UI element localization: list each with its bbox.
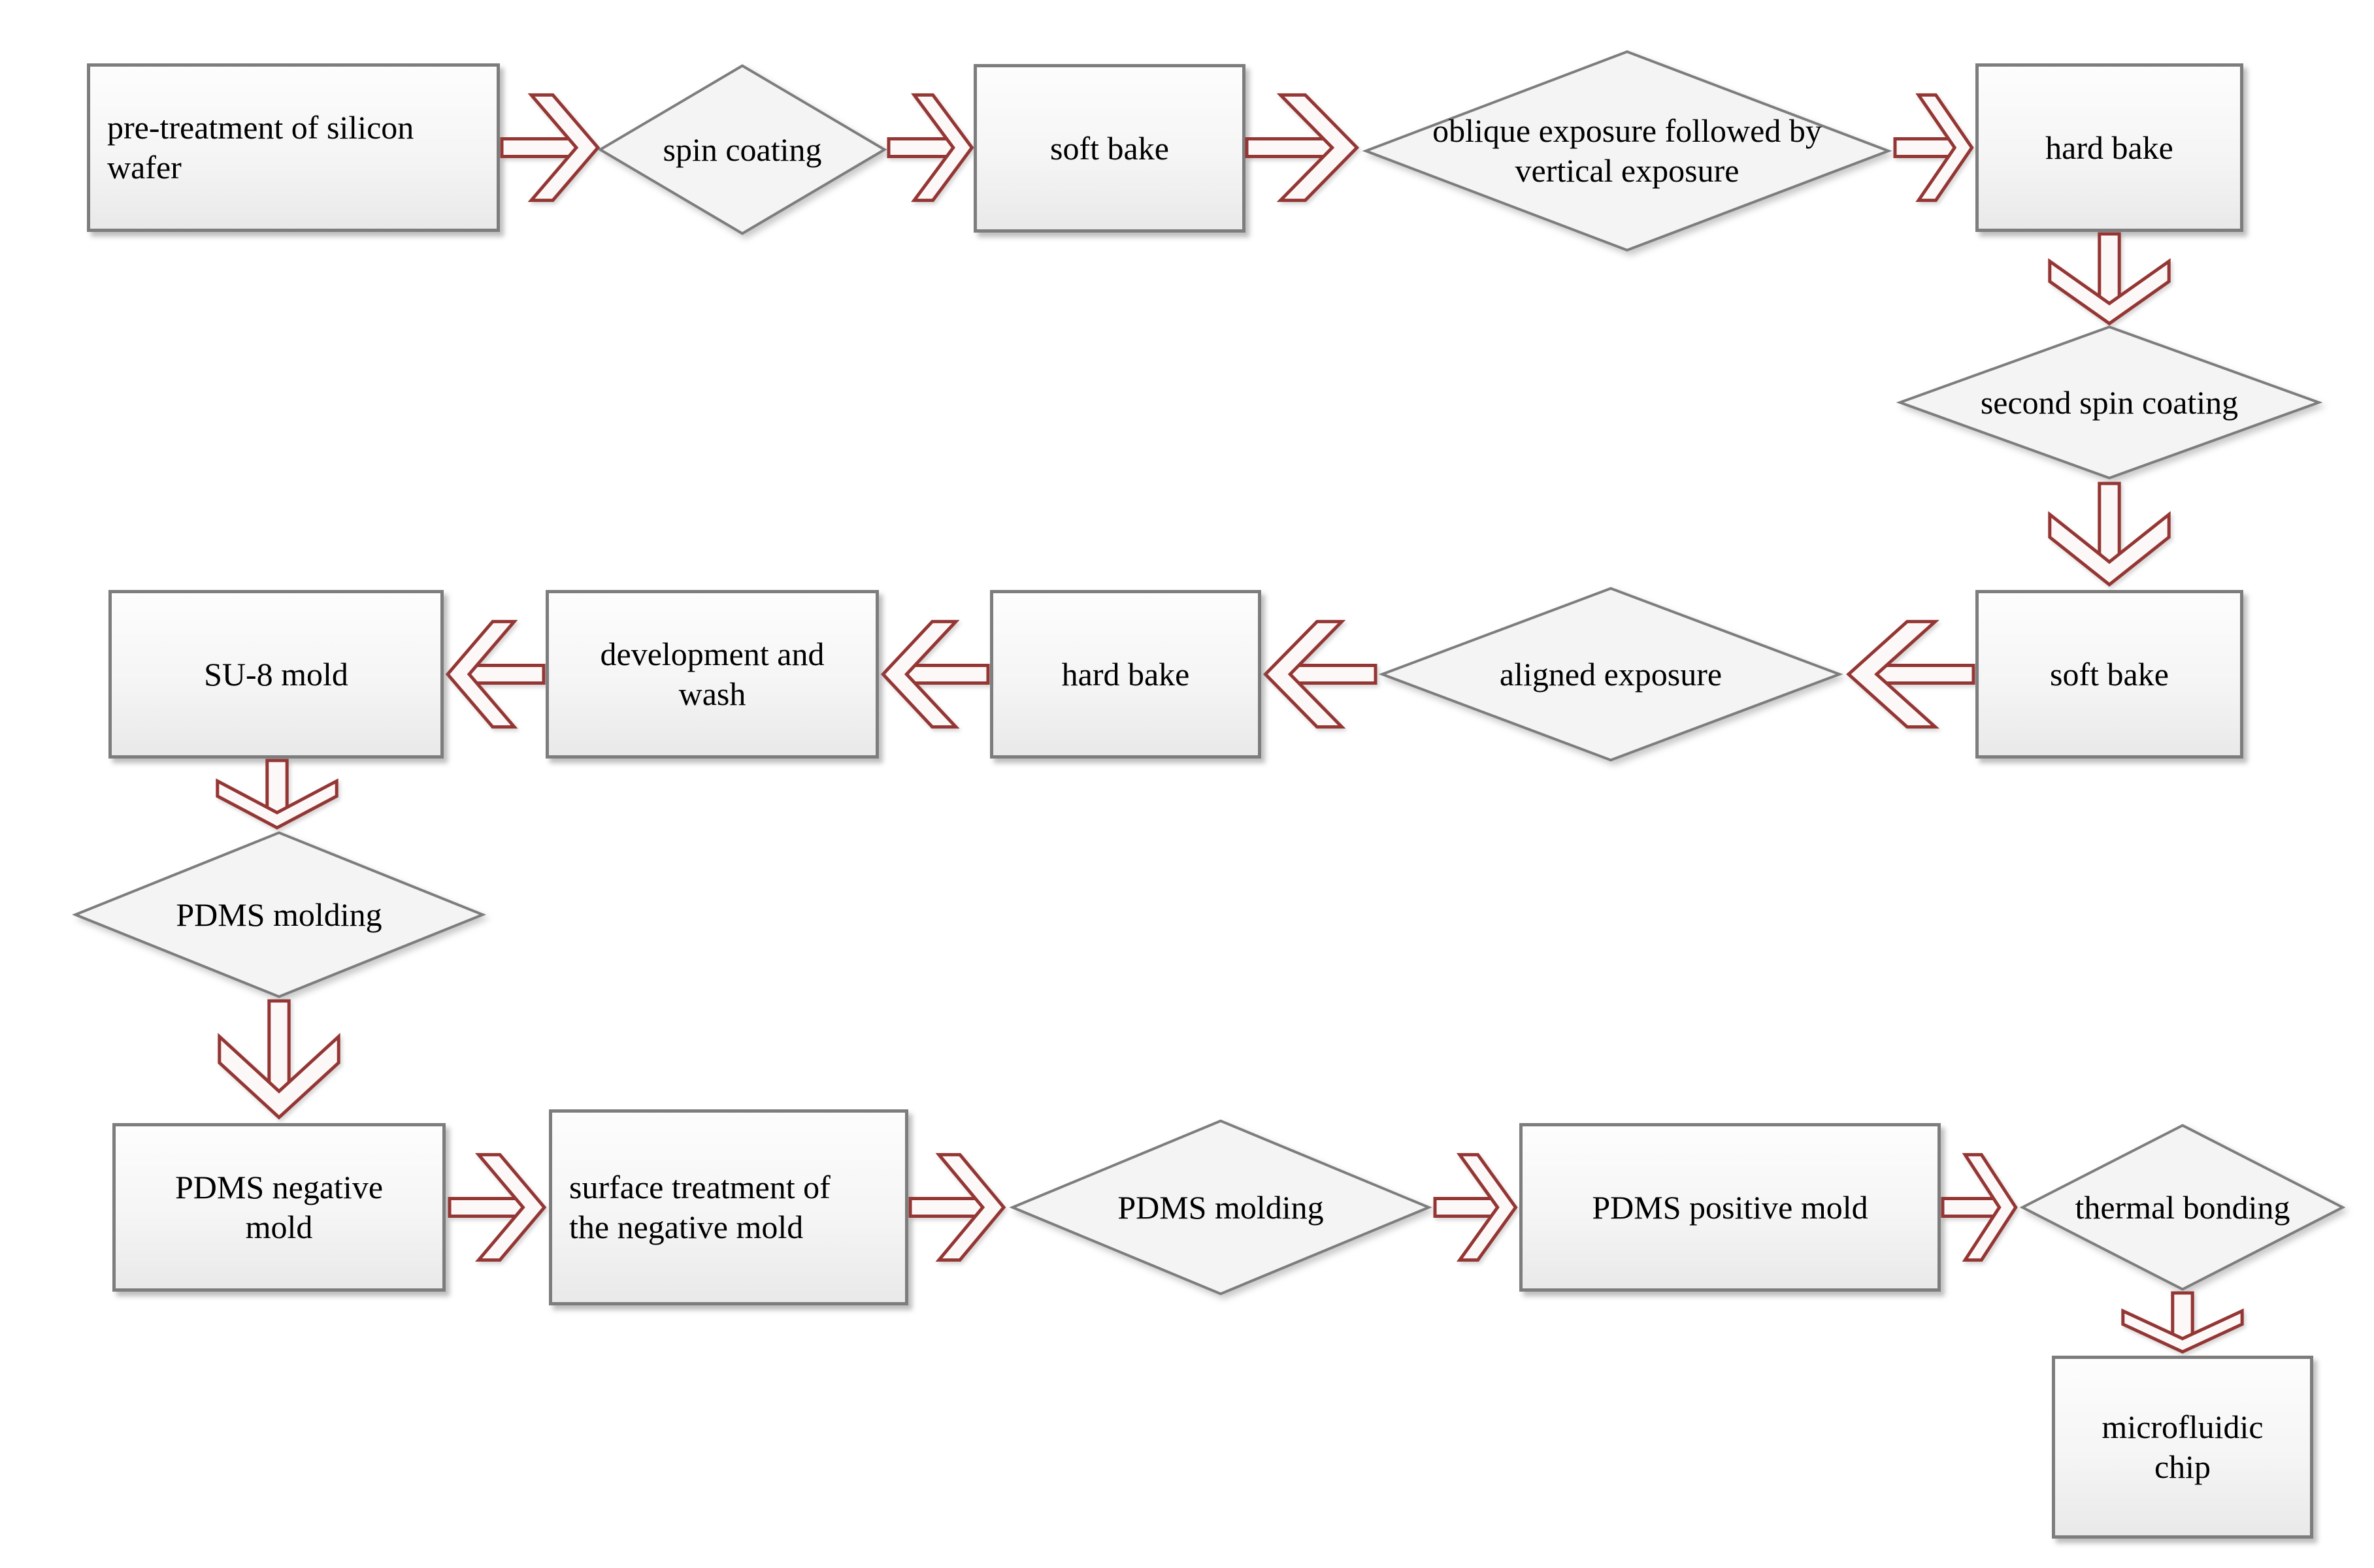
arrow-right-icon [450, 1152, 546, 1262]
flow-step-pdms-positive-mold: PDMS positive mold [1519, 1123, 1941, 1292]
arrow-head [478, 1154, 544, 1260]
diamond-shape [71, 831, 487, 998]
arrow-shaft [1435, 1199, 1499, 1217]
arrow-right-icon [889, 93, 974, 203]
flow-step-label: PDMS positive mold [1592, 1188, 1868, 1226]
arrow-head [2123, 1311, 2242, 1352]
arrow-left-icon [446, 619, 544, 729]
arrow-shaft [1288, 666, 1376, 683]
arrow-shaft [910, 1199, 985, 1217]
flow-step-label: second spin coating [1980, 384, 2239, 421]
arrow-shaft [2100, 483, 2119, 564]
arrow-right-icon [1943, 1152, 2017, 1262]
arrow-head [448, 621, 514, 727]
arrow-shaft [269, 1001, 289, 1094]
flow-step-label: hard bake [1061, 655, 1190, 693]
arrow-shaft [467, 666, 544, 683]
arrow-head [939, 1154, 1004, 1260]
flow-step-pdms-molding-1: PDMS molding [71, 831, 487, 998]
arrow-head [1849, 621, 1936, 727]
flow-step-development-wash: development and wash [546, 590, 879, 759]
flow-step-pdms-negative-mold: PDMS negative mold [112, 1123, 446, 1292]
flow-step-su8-mold: SU-8 mold [108, 590, 444, 759]
arrow-shaft [2100, 234, 2119, 305]
flow-step-second-spin-coating: second spin coating [1896, 325, 2323, 480]
arrow-head [2050, 261, 2169, 323]
flow-step-label: soft bake [1050, 129, 1169, 167]
flow-step-soft-bake-2: soft bake [1975, 590, 2243, 759]
flow-step-surface-treatment: surface treatment of the negative mold [549, 1109, 908, 1305]
arrow-head [531, 95, 598, 200]
arrow-shaft [450, 1199, 525, 1217]
arrow-head [883, 621, 956, 727]
flow-step-label: aligned exposure [1499, 655, 1723, 693]
flow-step-microfluidic-chip: microfluidic chip [2052, 1356, 2313, 1539]
arrow-head [1460, 1154, 1516, 1260]
arrow-head [1965, 1154, 2016, 1260]
arrow-down-icon [217, 1001, 341, 1120]
arrow-shaft [889, 139, 955, 157]
flow-step-label: microfluidic chip [2102, 1409, 2264, 1485]
arrow-head [1281, 95, 1357, 200]
arrow-shaft [2173, 1293, 2192, 1340]
flow-step-pdms-molding-2: PDMS molding [1008, 1119, 1433, 1296]
flow-step-label: spin coating [663, 131, 822, 168]
flow-step-label: development and wash [600, 636, 825, 712]
flow-step-label: surface treatment of the negative mold [569, 1169, 831, 1245]
flow-step-spin-coating: spin coating [597, 64, 887, 235]
flow-step-label: soft bake [2050, 655, 2169, 693]
arrow-down-icon [2047, 234, 2171, 325]
flow-step-label: PDMS negative mold [174, 1169, 384, 1245]
arrow-shaft [1895, 139, 1956, 157]
flow-step-hard-bake-1: hard bake [1975, 63, 2243, 232]
arrow-down-icon [2047, 483, 2171, 587]
flow-step-label: pre-treatment of silicon wafer [107, 109, 414, 186]
diamond-shape [1360, 50, 1894, 252]
arrow-shaft [267, 760, 287, 814]
arrow-shaft [502, 139, 578, 157]
flow-step-label: PDMS molding [176, 896, 382, 933]
flow-step-label: hard bake [2045, 129, 2173, 166]
arrow-head [218, 781, 337, 828]
flow-step-pre-treatment: pre-treatment of silicon wafer [87, 63, 500, 232]
flow-step-label: oblique exposure followed by vertical ex… [1432, 112, 1822, 189]
arrow-left-icon [1846, 619, 1973, 729]
arrow-shaft [1943, 1199, 2001, 1217]
diamond-shape [597, 64, 887, 235]
arrow-head [2050, 514, 2169, 584]
flow-step-label: thermal bonding [2075, 1188, 2290, 1226]
arrow-shaft [1247, 139, 1334, 157]
arrow-head [1919, 95, 1972, 200]
arrow-right-icon [502, 93, 600, 203]
flow-step-aligned-exposure: aligned exposure [1377, 587, 1844, 762]
arrow-right-icon [1895, 93, 1973, 203]
arrow-down-icon [2120, 1293, 2245, 1353]
arrow-head [914, 95, 972, 200]
diamond-shape [1896, 325, 2323, 480]
arrow-head [1265, 621, 1342, 727]
arrow-shaft [1874, 666, 1973, 683]
flow-step-oblique-exposure: oblique exposure followed by vertical ex… [1360, 50, 1894, 252]
diamond-shape [1008, 1119, 1433, 1296]
flow-step-thermal-bonding: thermal bonding [2019, 1124, 2346, 1291]
arrow-left-icon [1263, 619, 1376, 729]
arrow-right-icon [1247, 93, 1359, 203]
flow-step-label: SU-8 mold [204, 655, 348, 693]
flow-step-label: PDMS molding [1117, 1188, 1324, 1226]
arrow-left-icon [881, 619, 988, 729]
arrow-head [220, 1037, 338, 1118]
arrow-shaft [904, 666, 988, 683]
diamond-shape [2019, 1124, 2346, 1291]
diamond-shape [1377, 587, 1844, 762]
arrow-right-icon [1435, 1152, 1517, 1262]
flow-step-soft-bake-1: soft bake [974, 64, 1245, 233]
flow-step-hard-bake-2: hard bake [990, 590, 1261, 759]
arrow-right-icon [910, 1152, 1006, 1262]
arrow-down-icon [215, 760, 339, 829]
